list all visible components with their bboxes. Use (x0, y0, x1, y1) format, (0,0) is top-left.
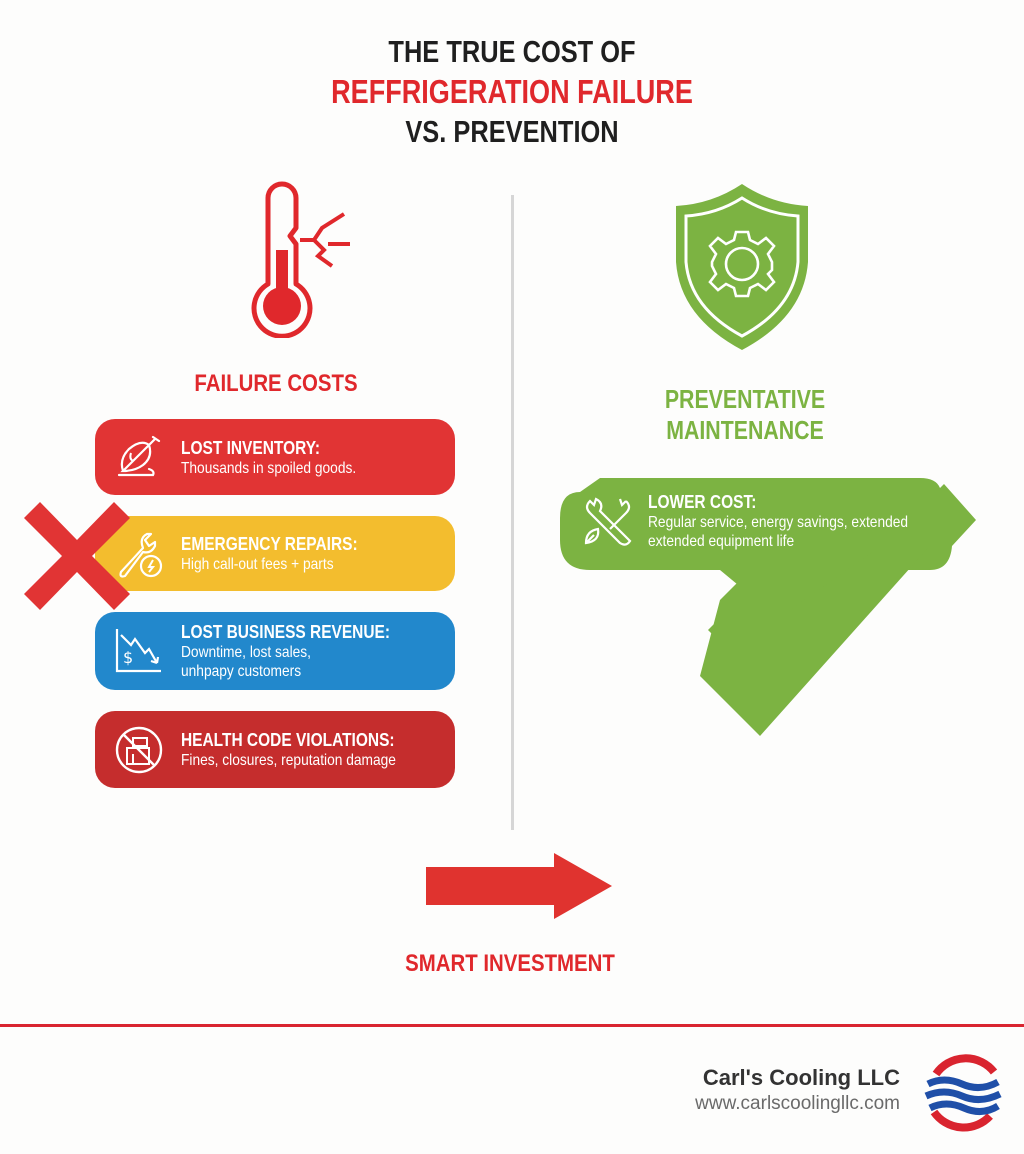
company-name: Carl's Cooling LLC (702, 1065, 900, 1090)
checkmark-icon (560, 478, 976, 736)
failure-card-lost-inventory: LOST INVENTORY: Thousands in spoiled goo… (95, 419, 455, 495)
company-info: Carl's Cooling LLC www.carlscoolingllc.c… (695, 1064, 900, 1116)
waves-circle-logo (924, 1054, 1002, 1132)
failure-card-lost-revenue: $ LOST BUSINESS REVENUE: Downtime, lost … (95, 612, 455, 690)
card-desc-line-2: extended equipment life (648, 533, 795, 550)
no-store-icon (111, 722, 167, 778)
company-url[interactable]: www.carlscoolingllc.com (695, 1093, 900, 1114)
failure-card-health-code: HEALTH CODE VIOLATIONS: Fines, closures,… (95, 711, 455, 788)
title-line-2: REFFRIGERATION FAILURE (331, 73, 693, 110)
card-desc: Fines, closures, reputation damage (181, 752, 396, 769)
wrench-lightning-icon (111, 526, 167, 582)
right-arrow-icon (426, 853, 612, 919)
declining-dollar-chart-icon: $ (111, 623, 167, 679)
chicken-leg-icon (111, 429, 167, 485)
card-desc-line-1: Downtime, lost sales, (181, 644, 312, 661)
preventative-maintenance-heading: PREVENTATIVE MAINTENANCE (664, 384, 826, 445)
card-title: LOWER COST: (648, 492, 757, 512)
footer-divider (0, 1024, 1024, 1027)
failure-card-emergency-repairs: EMERGENCY REPAIRS: High call-out fees + … (95, 516, 455, 591)
svg-text:$: $ (123, 648, 133, 667)
page-title: THE TRUE COST OF REFFRIGERATION FAILURE … (0, 32, 1024, 152)
card-desc: Thousands in spoiled goods. (181, 459, 357, 477)
card-title: EMERGENCY REPAIRS: (181, 534, 358, 554)
smart-investment-label: SMART INVESTMENT (405, 950, 615, 977)
card-desc-line-1: Regular service, energy savings, extende… (648, 514, 909, 531)
crossed-tools-leaf-icon (580, 491, 636, 551)
shield-gear-icon (676, 184, 808, 350)
title-line-1: THE TRUE COST OF (388, 34, 636, 69)
broken-thermometer-icon (251, 181, 350, 338)
card-title: LOST INVENTORY: (181, 437, 321, 458)
card-title: LOST BUSINESS REVENUE: (181, 622, 391, 642)
x-mark-icon (24, 502, 130, 610)
center-divider (511, 195, 514, 830)
card-desc: High call-out fees + parts (181, 556, 334, 573)
failure-costs-heading: FAILURE COSTS (194, 370, 358, 397)
title-line-3: VS. PREVENTION (405, 114, 619, 149)
card-title: HEALTH CODE VIOLATIONS: (181, 730, 395, 750)
prevention-card-lower-cost: LOWER COST: Regular service, energy savi… (580, 486, 920, 556)
card-desc-line-2: unhpapy customers (181, 663, 302, 680)
